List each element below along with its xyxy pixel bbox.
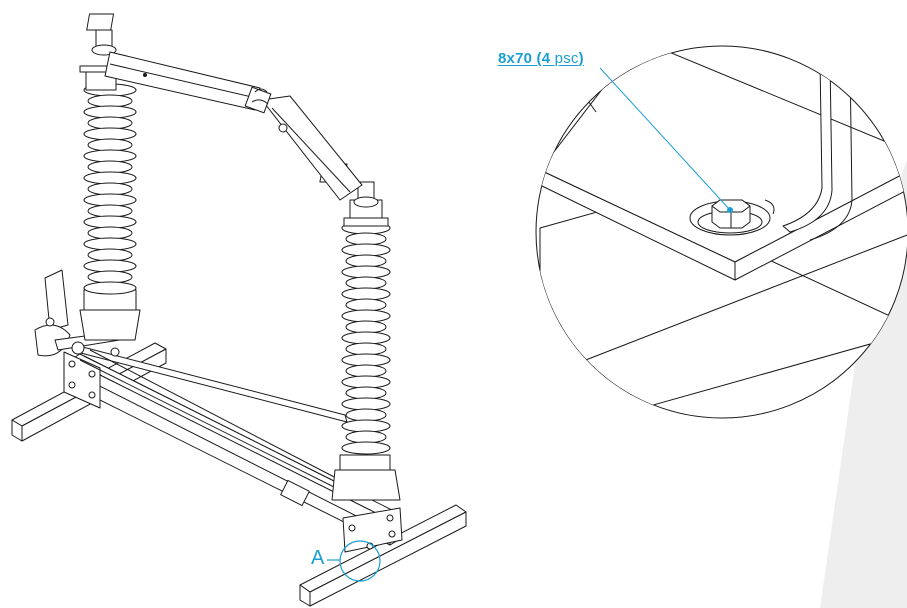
blade-contact [244,86,272,114]
insulator-shed [345,320,387,334]
insulator-shed [87,182,133,196]
bolt-callout-size: 8x70 (4 [498,50,555,67]
left-insulator [79,65,141,341]
insulator-shed [341,331,391,345]
insulator-shed [83,105,137,119]
insulator-shed [87,138,133,152]
insulator-shed [83,149,137,163]
insulator-shed [87,204,133,218]
callout-leader [599,67,731,211]
bolt-callout-close: ) [578,50,584,67]
manual-drive [34,269,133,357]
bolt-callout-label: 8x70 (4 psc) [498,50,584,67]
insulator-shed [345,386,387,400]
insulator-shed [83,237,137,251]
insulator-shed [345,232,387,246]
insulator-shed [345,276,387,290]
insulator-shed [83,171,137,185]
right-blade-arm [261,95,363,201]
disconnector-assembly [11,13,467,607]
insulator-shed [341,287,391,301]
insulator-shed [87,270,133,284]
insulator-shed [345,430,387,444]
detail-a-circle [339,540,381,582]
insulator-shed [83,281,137,295]
insulator-shed [345,408,387,422]
right-timber-beam [299,504,467,607]
insulator-shed [83,215,137,229]
insulator-shed [341,397,391,411]
insulator-shed [87,226,133,240]
insulator-shed [345,298,387,312]
callout-dot [727,207,733,213]
bolt-callout-unit: psc [554,50,579,67]
insulator-shed [83,193,137,207]
insulator-shed [87,248,133,262]
insulator-shed [341,309,391,323]
right-insulator [331,199,401,501]
insulator-shed [345,342,387,356]
name-plate [280,479,310,507]
insulator-shed [345,254,387,268]
left-terminal [86,13,117,56]
insulator-shed [341,419,391,433]
insulator-shed [87,160,133,174]
insulator-shed [345,364,387,378]
insulator-shed [341,243,391,257]
detail-a-label: A [311,547,325,569]
insulator-shed [341,441,391,455]
insulator-shed [83,127,137,141]
insulator-shed [341,265,391,279]
insulator-shed [87,94,133,108]
zoom-detail [535,45,907,419]
insulator-shed [341,375,391,389]
insulator-shed [341,353,391,367]
insulator-shed [83,259,137,273]
insulator-shed [87,116,133,130]
